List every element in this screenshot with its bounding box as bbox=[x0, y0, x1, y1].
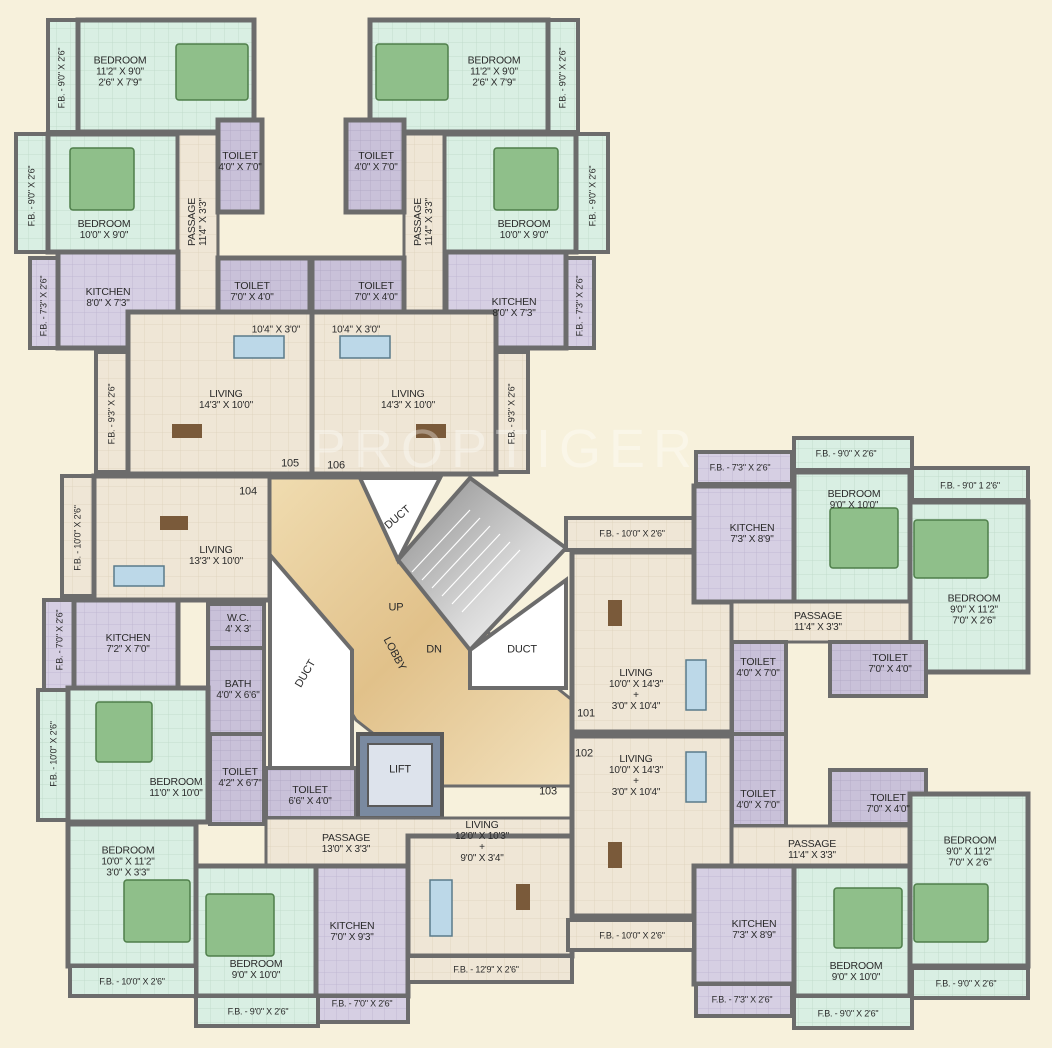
lobby-core bbox=[268, 475, 574, 820]
fb-label: F.B. - 9'3" X 2'6" bbox=[506, 383, 517, 445]
flat-number: 106 bbox=[327, 459, 345, 472]
fb-label: F.B. - 10'0" X 2'6" bbox=[599, 930, 665, 941]
fb-label: F.B. - 9'0" X 2'6" bbox=[56, 47, 67, 109]
living-furniture bbox=[160, 424, 622, 910]
fb-label: F.B. - 9'0" X 2'6" bbox=[227, 1006, 289, 1017]
dining-label: 10'4" X 3'0" bbox=[331, 324, 381, 336]
room-label-wc: W.C.4' x 3' bbox=[225, 612, 251, 636]
flat-number: 105 bbox=[281, 457, 299, 470]
fb-label: F.B. - 9'0" X 2'6" bbox=[815, 448, 877, 459]
fb-label: F.B. - 10'0" X 2'6" bbox=[599, 528, 665, 539]
fb-label: F.B. - 9'0" X 2'6" bbox=[557, 47, 568, 109]
fb-label: F.B. - 7'3" X 2'6" bbox=[574, 275, 585, 337]
dining-furniture bbox=[113, 335, 707, 937]
fb-label: F.B. - 12'9" X 2'6" bbox=[453, 964, 519, 975]
duct-label: DUCT bbox=[507, 643, 537, 656]
stair-down-label: DN bbox=[426, 643, 442, 656]
lift-label: LIFT bbox=[389, 763, 411, 776]
flat-top-right bbox=[309, 17, 610, 477]
fb-label: F.B. - 10'0" X 2'6" bbox=[48, 721, 59, 787]
fb-label: F.B. - 7'3" X 2'6" bbox=[711, 994, 773, 1005]
fb-label: F.B. - 9'0" X 2'6" bbox=[587, 165, 598, 227]
flat-number: 102 bbox=[575, 747, 593, 760]
flat-number: 103 bbox=[539, 785, 557, 798]
stair-treads bbox=[411, 509, 521, 613]
stair-up-label: UP bbox=[388, 601, 404, 614]
fb-label: F.B. - 9'0" X 2'6" bbox=[817, 1008, 879, 1019]
flat-number: 101 bbox=[577, 707, 595, 720]
flat-number: 104 bbox=[239, 485, 257, 498]
fb-label: F.B. - 9'0" 1 2'6" bbox=[940, 480, 1000, 491]
fb-label: F.B. - 10'0" X 2'6" bbox=[72, 505, 83, 571]
fb-label: F.B. - 7'0" X 2'6" bbox=[331, 998, 393, 1009]
fb-label: F.B. - 10'0" X 2'6" bbox=[99, 976, 165, 987]
bed-furniture bbox=[69, 43, 989, 957]
fb-label: F.B. - 7'3" X 2'6" bbox=[38, 275, 49, 337]
fb-label: F.B. - 9'0" X 2'6" bbox=[935, 978, 997, 989]
fb-label: F.B. - 7'0" X 2'6" bbox=[54, 609, 65, 671]
fb-label: F.B. - 7'3" X 2'6" bbox=[709, 462, 771, 473]
fb-label: F.B. - 9'0" X 2'6" bbox=[26, 165, 37, 227]
dining-label: 10'4" X 3'0" bbox=[251, 324, 301, 336]
fb-label: F.B. - 9'3" X 2'6" bbox=[106, 383, 117, 445]
